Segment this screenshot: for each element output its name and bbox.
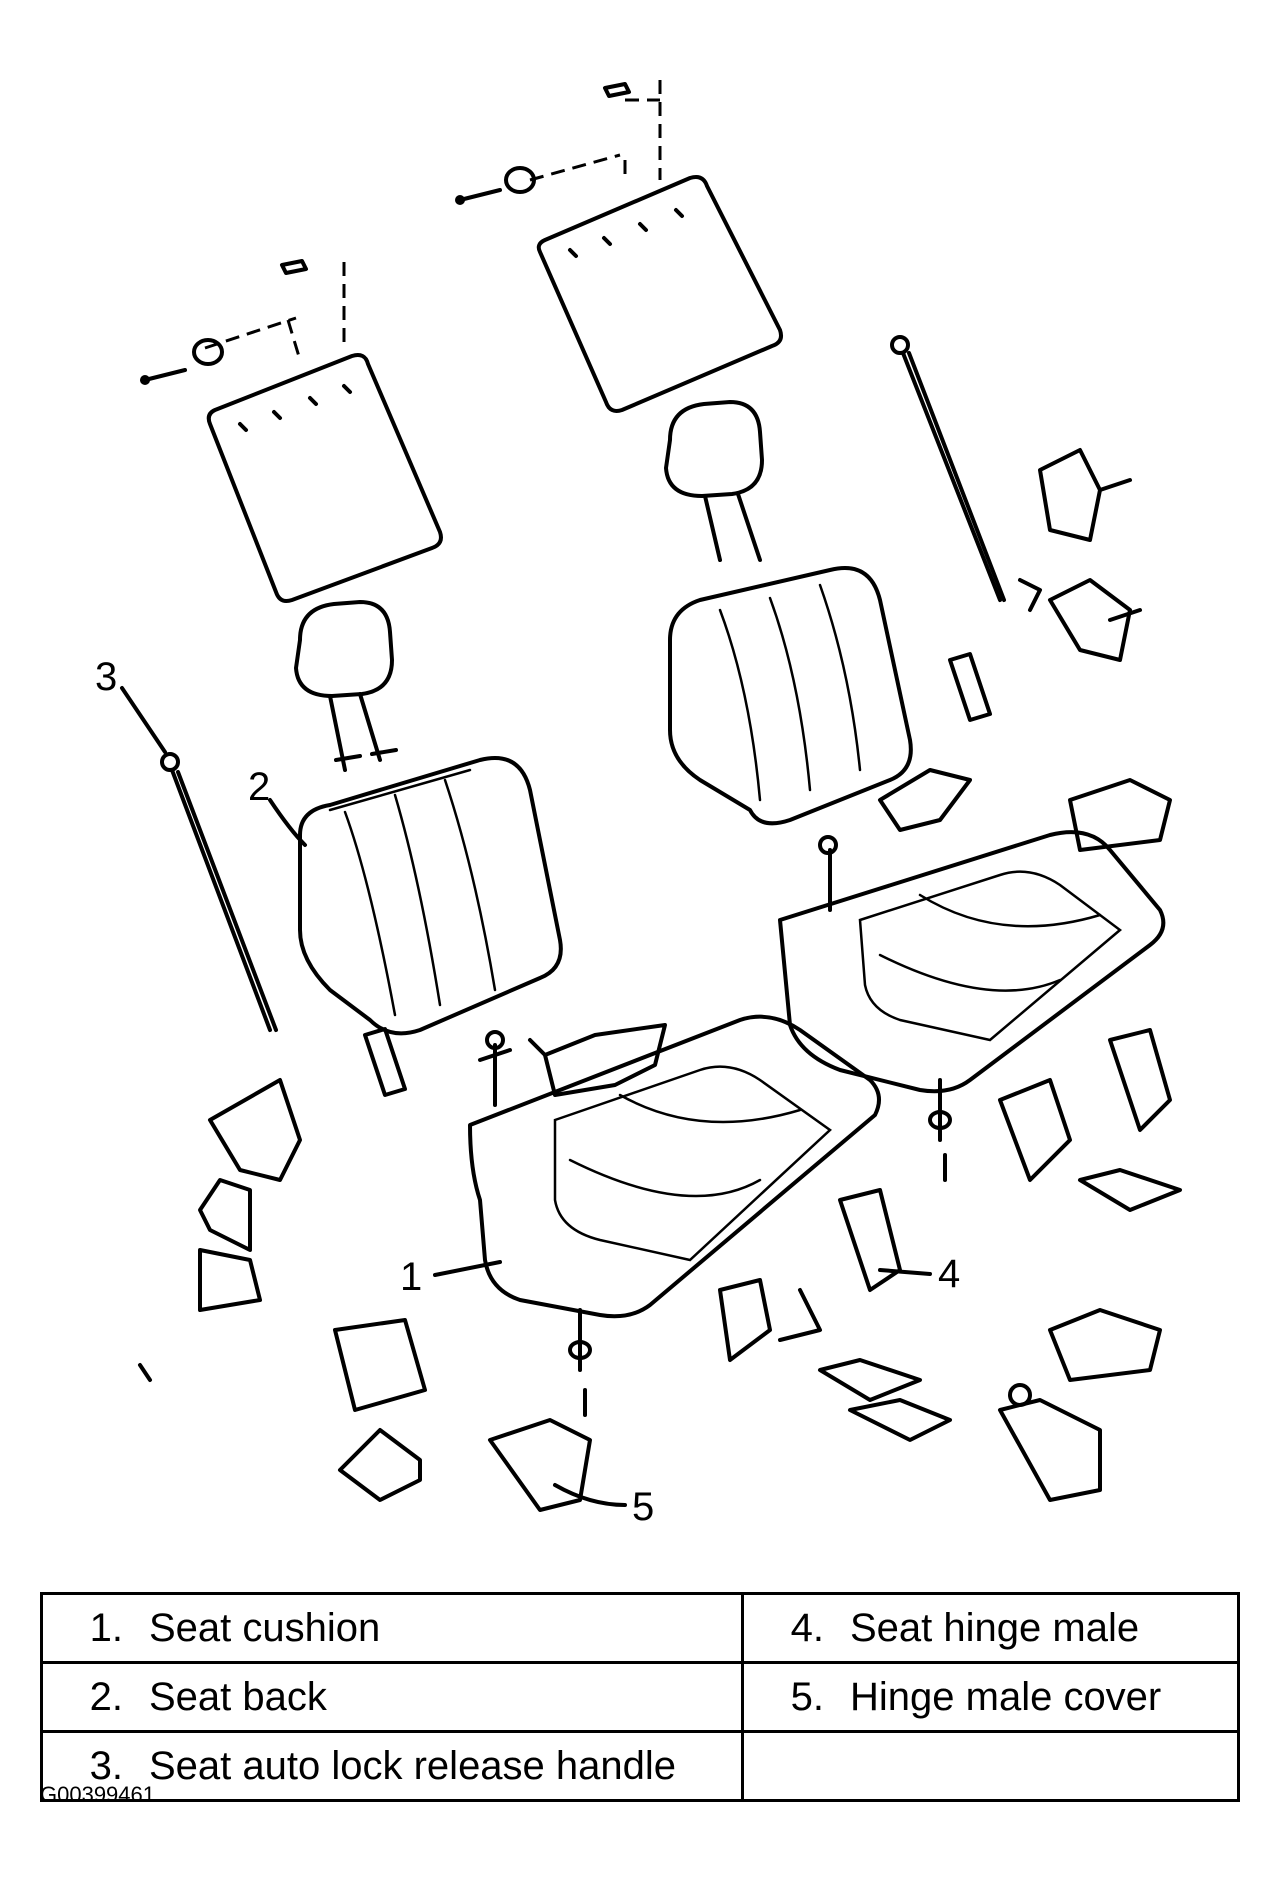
legend-text: Seat back (149, 1674, 327, 1719)
callout-5: 5 (553, 1483, 654, 1529)
legend-number: 5. (790, 1674, 824, 1719)
legend-row: 2. Seat back 5. Hinge male cover (40, 1661, 1240, 1733)
callout-5-label: 5 (632, 1485, 654, 1529)
left-panel-fasteners (140, 259, 346, 385)
legend-text: Hinge male cover (850, 1674, 1162, 1719)
right-panel-clips (568, 208, 684, 258)
legend-cell (741, 1730, 1240, 1802)
legend-row: 1. Seat cushion 4. Seat hinge male (40, 1592, 1240, 1664)
callout-2: 2 (248, 765, 307, 847)
legend-cell: 1. Seat cushion (40, 1592, 744, 1664)
legend-cell: 3. Seat auto lock release handle (40, 1730, 744, 1802)
figure-code: G00399461 (40, 1782, 155, 1807)
legend-text: Seat cushion (149, 1605, 381, 1650)
exploded-seat-diagram: 1 2 3 4 5 (95, 80, 1182, 1529)
seat-assembly-drawing: 1 2 3 4 5 (95, 80, 1182, 1529)
left-panel-clips (238, 384, 352, 432)
callout-2-label: 2 (248, 765, 270, 809)
legend-number: 2. (89, 1674, 123, 1719)
left-seat-back (298, 756, 563, 1036)
right-headrest-panel (536, 175, 783, 413)
left-hardware (138, 1023, 922, 1512)
left-cushion-seams (568, 1093, 802, 1198)
left-headrest-stays (328, 692, 398, 772)
left-seat-cushion (468, 1014, 881, 1319)
right-seat-back (668, 566, 913, 826)
right-seat-back-pleats (718, 583, 862, 802)
callout-4: 4 (878, 1252, 960, 1296)
right-cushion-insert (858, 870, 1123, 1042)
callout-1: 1 (400, 1255, 502, 1299)
legend-number: 1. (89, 1605, 123, 1650)
right-panel-fasteners (455, 80, 662, 205)
legend-cell: 2. Seat back (40, 1661, 744, 1733)
left-seat-back-pleats (328, 768, 497, 1017)
parts-legend-table: 1. Seat cushion 4. Seat hinge male 2. Seat … (40, 1592, 1240, 1802)
legend-number: 4. (790, 1605, 824, 1650)
left-cushion-insert (553, 1065, 832, 1262)
right-release-handle (890, 335, 1006, 602)
legend-text: Seat hinge male (850, 1605, 1140, 1650)
right-headrest-stays (703, 492, 762, 562)
callout-3: 3 (95, 655, 167, 754)
right-seat-cushion (778, 830, 1166, 1094)
callout-4-label: 4 (938, 1252, 960, 1296)
legend-text: Seat auto lock release handle (149, 1743, 677, 1788)
legend-row: 3. Seat auto lock release handle (40, 1730, 1240, 1802)
legend-cell: 5. Hinge male cover (741, 1661, 1240, 1733)
left-release-handle (160, 752, 278, 1032)
right-hardware (818, 448, 1182, 1502)
callout-3-label: 3 (95, 655, 117, 699)
legend-number: 3. (89, 1743, 123, 1788)
callout-1-label: 1 (400, 1255, 422, 1299)
left-headrest-panel (206, 353, 443, 603)
legend-cell: 4. Seat hinge male (741, 1592, 1240, 1664)
left-headrest (294, 600, 394, 698)
right-headrest (664, 400, 764, 498)
right-cushion-seams (878, 893, 1102, 992)
